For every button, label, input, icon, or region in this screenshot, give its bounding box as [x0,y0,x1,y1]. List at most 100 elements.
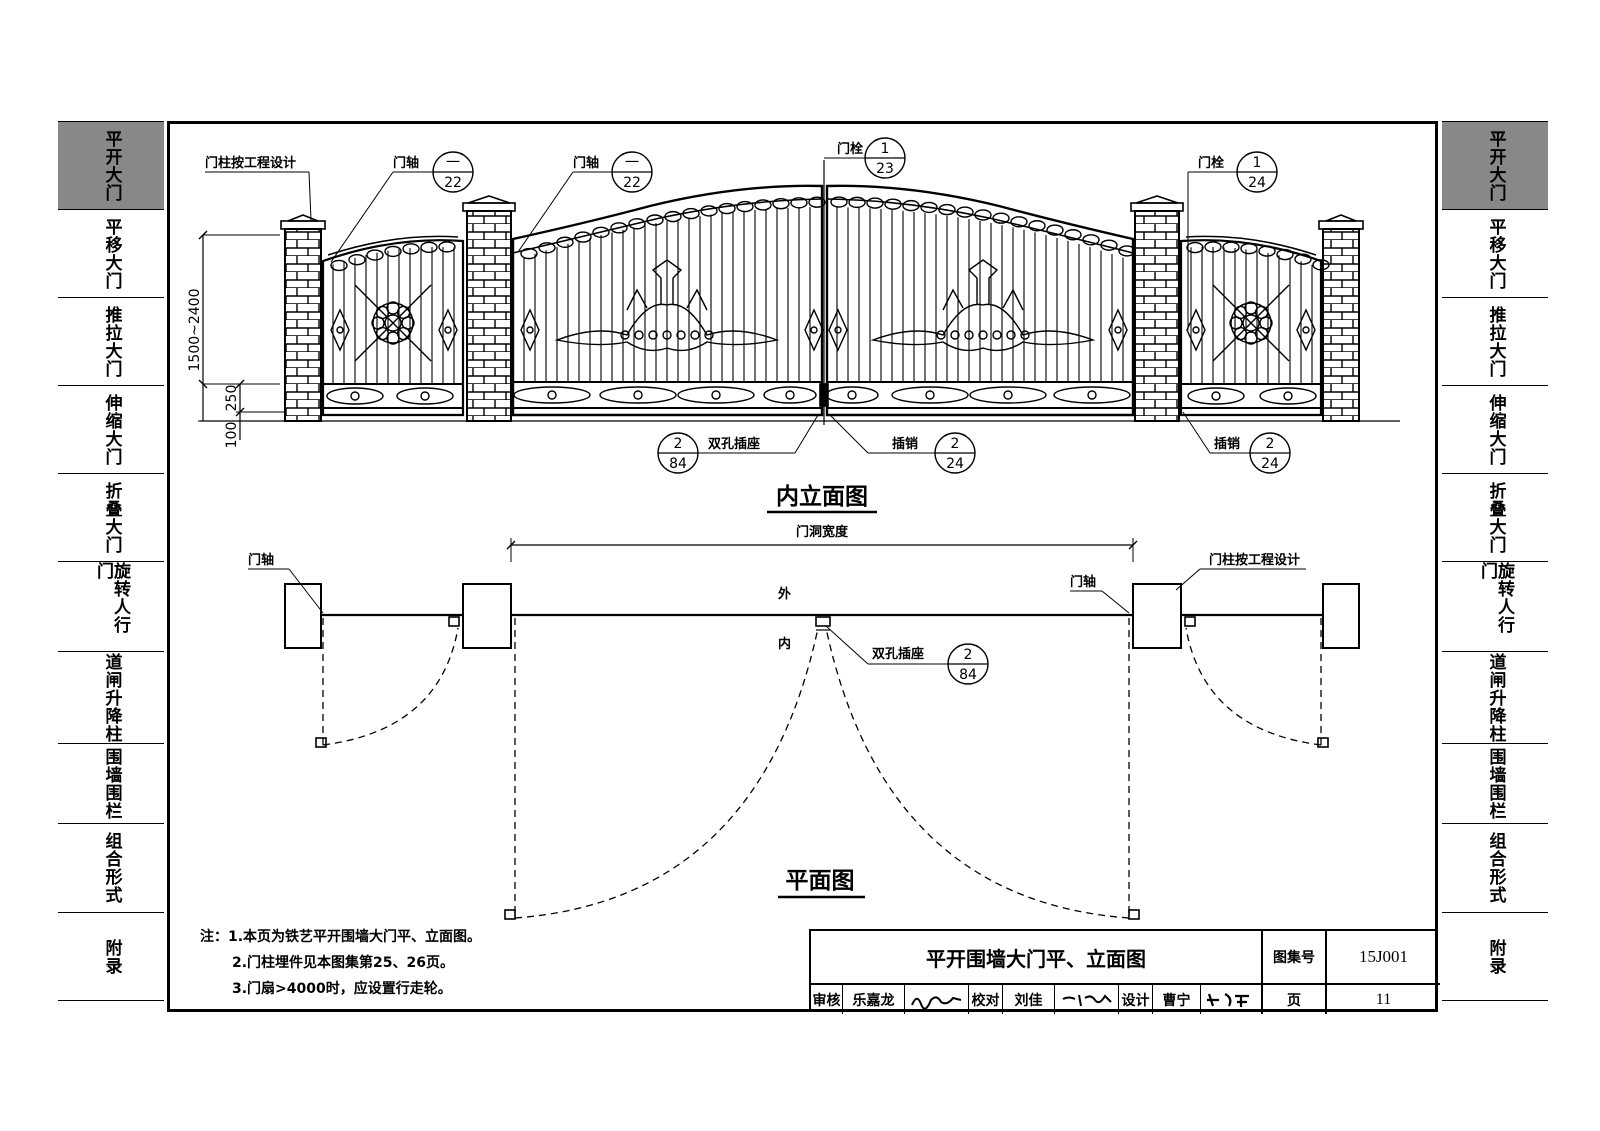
post-right-inner [1130,195,1184,422]
ref-top: 2 [964,647,973,663]
right-tab-4[interactable]: 伸缩大门 [1442,386,1548,474]
checker-signature [1055,985,1119,1014]
plan-title: 平面图 [786,868,855,894]
post-left-outer [280,214,326,422]
right-tab-3[interactable]: 推拉大门 [1442,298,1548,386]
ref-top: 1 [1253,155,1262,171]
note-line-1: 注：1.本页为铁艺平开围墙大门平、立面图。 [200,929,482,945]
plan-hinge-label-right: 门轴 [1070,574,1096,590]
dim-250-label: 250 [224,385,240,412]
plan-view [284,538,1360,920]
right-tab-8[interactable]: 围墙围栏 [1442,744,1548,824]
tab-label: 道闸升降柱 [101,652,122,743]
right-tab-1[interactable]: 平开大门 [1442,122,1548,210]
tab-label: 平移大门 [1485,217,1506,290]
ref-circle-bolt-right: 1 24 [1236,151,1278,193]
tab-label: 围墙围栏 [101,747,122,820]
plan-labels: 门洞宽度 门轴 门轴 门柱按工程设计 外 内 双孔插座 2 84 平面图 [248,524,1306,899]
ref-bottom: 24 [946,456,964,472]
title-block: 平开围墙大门平、立面图 图集号 15J001 审核 乐嘉龙 校对 刘佳 设计 曹… [809,929,1440,1014]
tab-label: 旋转人行门 [93,562,130,634]
tab-label: 组合形式 [101,832,122,904]
check-label: 校对 [969,985,1003,1014]
ref-circle-bolt-center: 1 23 [864,137,906,179]
note-line-3: 3.门扇>4000时，应设置行走轮。 [232,981,452,997]
designer-signature [1201,985,1263,1014]
left-tab-5[interactable]: 折叠大门 [58,474,164,562]
elevation-title: 内立面图 [776,483,868,510]
note-line-2: 2.门柱埋件见本图集第25、26页。 [232,955,455,971]
ref-circle-hinge-1: 一 22 [432,151,474,193]
left-tab-1[interactable]: 平开大门 [58,122,164,210]
ref-bottom: 84 [669,456,687,472]
hinge-label-1: 门轴 [393,155,419,171]
right-tab-6[interactable]: 旋转人行门 [1442,562,1548,652]
elevation-view [198,160,1400,440]
tab-label: 附录 [1485,938,1506,975]
designer-name: 曹宁 [1153,985,1201,1014]
right-tab-9[interactable]: 组合形式 [1442,824,1548,913]
ref-top: 2 [951,436,960,452]
post-right-outer [1318,214,1364,422]
post-note-label: 门柱按工程设计 [205,155,296,171]
design-label: 设计 [1119,985,1153,1014]
tab-label: 伸缩大门 [1485,393,1506,466]
tab-label: 道闸升降柱 [1485,652,1506,743]
tab-label: 推拉大门 [1485,305,1506,378]
left-tab-2[interactable]: 平移大门 [58,210,164,298]
ref-bottom: 24 [1261,456,1279,472]
tab-label: 折叠大门 [1485,481,1506,554]
tab-label: 平开大门 [101,129,122,202]
tab-label: 附录 [101,938,122,975]
signature-mark [910,995,961,1010]
tab-label: 平开大门 [1485,129,1506,202]
checker-name: 刘佳 [1003,985,1055,1014]
ref-circle-socket-plan: 2 84 [947,643,989,685]
ref-bottom: 22 [623,175,641,191]
ref-bottom: 22 [444,175,462,191]
elevation-labels: 门柱按工程设计 门轴 一 22 门轴 一 22 门栓 1 23 门栓 [187,137,1291,514]
right-tab-10[interactable]: 附录 [1442,913,1548,1001]
tab-label: 推拉大门 [101,305,122,378]
plan-hinge-label-left: 门轴 [248,552,274,568]
left-tab-10[interactable]: 附录 [58,913,164,1001]
right-tab-2[interactable]: 平移大门 [1442,210,1548,298]
hinge-label-2: 门轴 [573,155,599,171]
ref-circle-pin-center: 2 24 [934,432,976,474]
atlas-label: 图集号 [1263,931,1327,985]
ref-bottom: 84 [959,667,977,683]
ref-circle-hinge-2: 一 22 [611,151,653,193]
left-tab-7[interactable]: 道闸升降柱 [58,652,164,744]
dim-100-label: 100 [224,422,240,449]
drawing-frame [167,121,1438,1012]
left-tab-4[interactable]: 伸缩大门 [58,386,164,474]
inside-label: 内 [778,636,791,652]
ref-bottom: 24 [1248,175,1266,191]
ref-top: 2 [1266,436,1275,452]
ref-top: 2 [674,436,683,452]
tab-label: 围墙围栏 [1485,747,1506,820]
drawing-notes: 注：1.本页为铁艺平开围墙大门平、立面图。 2.门柱埋件见本图集第25、26页。… [200,924,481,1002]
tab-label: 旋转人行门 [1477,562,1514,634]
dim-height-label: 1500~2400 [187,289,203,372]
right-tab-column: 平开大门平移大门推拉大门伸缩大门折叠大门旋转人行门道闸升降柱围墙围栏组合形式附录 [1442,121,1548,1001]
right-tab-5[interactable]: 折叠大门 [1442,474,1548,562]
left-tab-6[interactable]: 旋转人行门 [58,562,164,652]
page-number: 11 [1375,990,1392,1008]
ref-top: 1 [881,141,890,157]
signature-mark [1062,993,1112,1006]
tab-label: 伸缩大门 [101,393,122,466]
left-tab-3[interactable]: 推拉大门 [58,298,164,386]
left-tab-column: 平开大门平移大门推拉大门伸缩大门折叠大门旋转人行门道闸升降柱围墙围栏组合形式附录 [58,121,164,1001]
page-label: 页 [1263,985,1327,1014]
right-tab-7[interactable]: 道闸升降柱 [1442,652,1548,744]
ref-top: 一 [625,155,639,171]
ref-bottom: 23 [876,161,894,177]
small-gate-left [321,235,465,417]
outside-label: 外 [777,586,791,602]
tab-label: 平移大门 [101,217,122,290]
pin-label-right: 插销 [1214,436,1240,452]
left-tab-8[interactable]: 围墙围栏 [58,744,164,824]
left-tab-9[interactable]: 组合形式 [58,824,164,913]
